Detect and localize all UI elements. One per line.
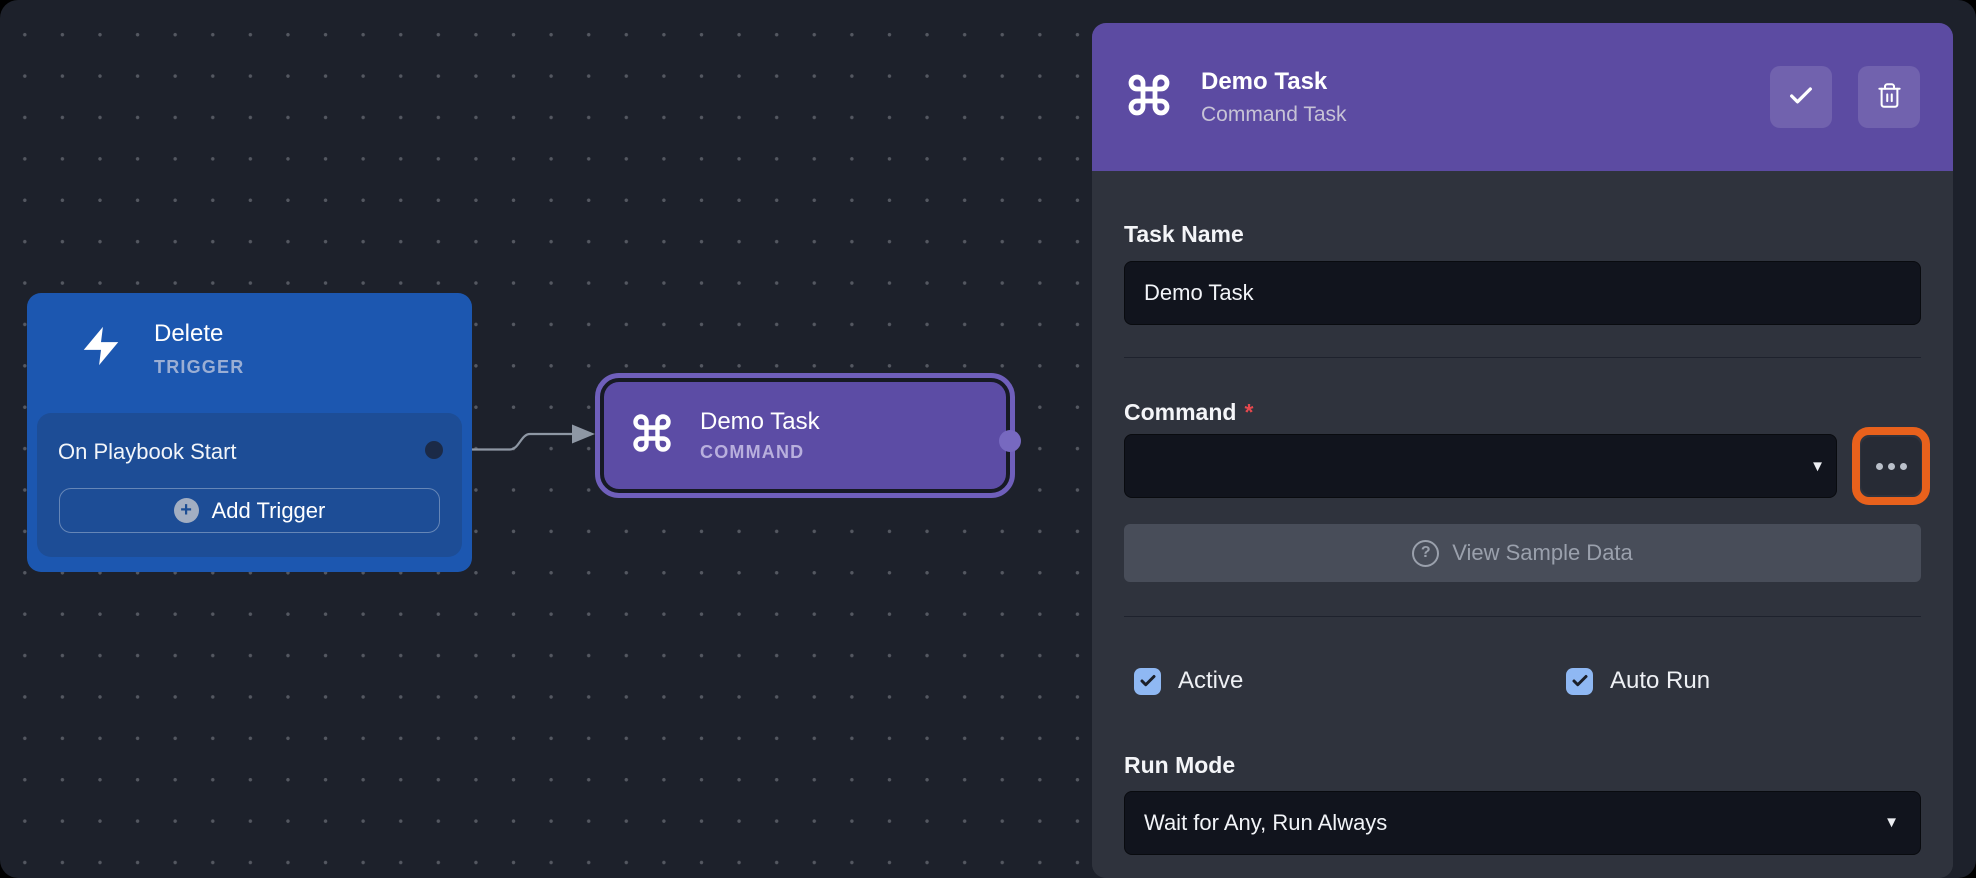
task-node-title: Demo Task xyxy=(700,408,820,435)
trigger-node-header: Delete TRIGGER xyxy=(78,320,244,378)
auto-run-checkbox[interactable]: Auto Run xyxy=(1566,667,1710,695)
divider xyxy=(1124,356,1921,358)
checkbox-checked-icon xyxy=(1134,667,1161,695)
command-label: Command* xyxy=(1124,398,1254,425)
check-icon xyxy=(1787,82,1815,113)
panel-header: Demo Task Command Task xyxy=(1092,23,1953,171)
lightning-bolt-icon xyxy=(78,320,124,372)
command-select[interactable]: ▼ xyxy=(1124,434,1837,499)
task-name-label: Task Name xyxy=(1124,221,1244,247)
add-trigger-button[interactable]: + Add Trigger xyxy=(59,488,440,533)
checkbox-row: Active Auto Run xyxy=(1124,667,1921,695)
caret-down-icon: ▼ xyxy=(1810,457,1825,475)
trash-icon xyxy=(1876,82,1903,112)
question-circle-icon: ? xyxy=(1412,539,1440,567)
trigger-node[interactable]: Delete TRIGGER On Playbook Start + Add T… xyxy=(27,293,472,572)
plus-circle-icon: + xyxy=(173,498,199,523)
run-mode-label: Run Mode xyxy=(1124,752,1236,779)
command-icon xyxy=(1125,71,1173,124)
task-config-panel: Demo Task Command Task xyxy=(1092,23,1953,878)
active-checkbox[interactable]: Active xyxy=(1134,667,1566,695)
task-name-input[interactable]: Demo Task xyxy=(1124,260,1921,325)
ellipsis-icon xyxy=(1875,462,1907,470)
caret-down-icon: ▼ xyxy=(1884,814,1899,832)
delete-task-button[interactable] xyxy=(1858,66,1920,128)
task-node-type-label: COMMAND xyxy=(700,442,805,462)
trigger-node-type-label: TRIGGER xyxy=(154,357,245,377)
panel-subtitle: Command Task xyxy=(1201,102,1347,126)
run-mode-select[interactable]: Wait for Any, Run Always ▼ xyxy=(1124,790,1921,855)
task-output-handle[interactable] xyxy=(999,430,1021,452)
view-sample-data-button[interactable]: ? View Sample Data xyxy=(1124,524,1921,583)
task-node[interactable]: Demo Task COMMAND xyxy=(595,373,1021,498)
divider xyxy=(1124,616,1921,618)
trigger-output-handle[interactable] xyxy=(425,441,443,459)
trigger-list: On Playbook Start + Add Trigger xyxy=(37,413,462,557)
trigger-row-on-playbook-start[interactable]: On Playbook Start xyxy=(58,439,237,464)
checkbox-checked-icon xyxy=(1566,667,1593,695)
trigger-node-title: Delete xyxy=(154,320,224,347)
command-icon xyxy=(630,411,674,460)
confirm-button[interactable] xyxy=(1770,66,1832,128)
panel-body: Task Name Demo Task Command* ▼ xyxy=(1092,171,1953,878)
panel-title: Demo Task xyxy=(1201,67,1328,95)
required-asterisk: * xyxy=(1244,398,1254,425)
command-options-button[interactable] xyxy=(1861,437,1921,496)
